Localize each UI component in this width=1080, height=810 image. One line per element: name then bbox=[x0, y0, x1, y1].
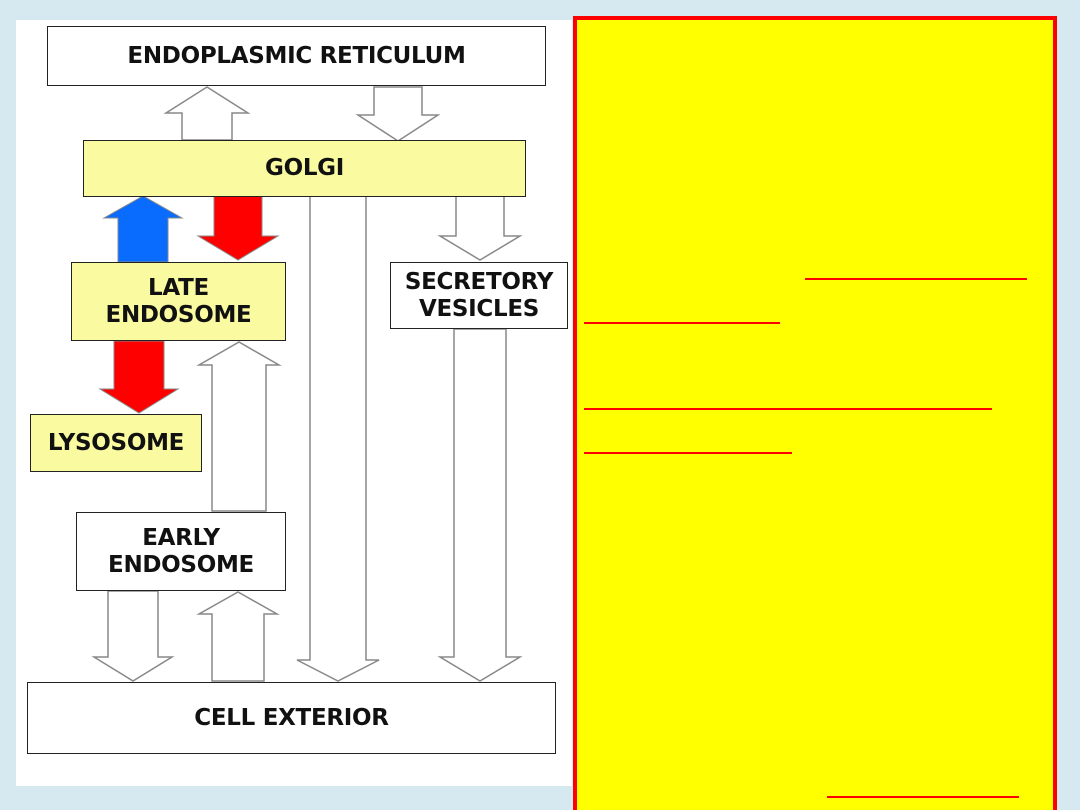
early-endosome-label: EARLY ENDOSOME bbox=[108, 525, 254, 578]
early-endosome-to-cell-exterior-arrow bbox=[91, 590, 175, 682]
highlight-note-box bbox=[573, 16, 1057, 810]
red-underline bbox=[805, 278, 1027, 280]
early-endosome-box: EARLY ENDOSOME bbox=[76, 512, 286, 591]
red-underline bbox=[584, 322, 780, 324]
secretory-vesicles-label: SECRETORY VESICLES bbox=[404, 269, 554, 322]
endoplasmic-reticulum-label: ENDOPLASMIC RETICULUM bbox=[127, 42, 466, 69]
late-endosome-to-lysosome-arrow bbox=[98, 340, 180, 414]
cell-exterior-label: CELL EXTERIOR bbox=[194, 704, 389, 731]
early-to-late-endosome-arrow bbox=[196, 341, 282, 512]
red-underline bbox=[584, 452, 792, 454]
late-endosome-label: LATE ENDOSOME bbox=[105, 275, 252, 328]
cell-exterior-box: CELL EXTERIOR bbox=[27, 682, 556, 754]
late-endosome-box: LATE ENDOSOME bbox=[71, 262, 286, 341]
er-to-golgi-arrow bbox=[355, 86, 441, 142]
golgi-to-cell-exterior-arrow bbox=[296, 195, 380, 682]
late-endosome-to-golgi-arrow bbox=[102, 195, 184, 263]
cell-exterior-to-early-endosome-arrow bbox=[196, 591, 280, 682]
golgi-to-late-endosome-arrow bbox=[196, 195, 280, 261]
endoplasmic-reticulum-box: ENDOPLASMIC RETICULUM bbox=[47, 26, 546, 86]
red-underline bbox=[827, 796, 1019, 798]
golgi-to-er-arrow bbox=[163, 86, 251, 141]
lysosome-box: LYSOSOME bbox=[30, 414, 202, 472]
red-underline bbox=[584, 408, 992, 410]
golgi-to-secretory-vesicles-arrow bbox=[437, 195, 523, 261]
secretory-vesicles-box: SECRETORY VESICLES bbox=[390, 262, 568, 329]
lysosome-label: LYSOSOME bbox=[47, 429, 185, 456]
golgi-label: GOLGI bbox=[264, 155, 345, 182]
golgi-box: GOLGI bbox=[83, 140, 526, 197]
secretory-vesicles-to-cell-exterior-arrow bbox=[437, 328, 523, 682]
